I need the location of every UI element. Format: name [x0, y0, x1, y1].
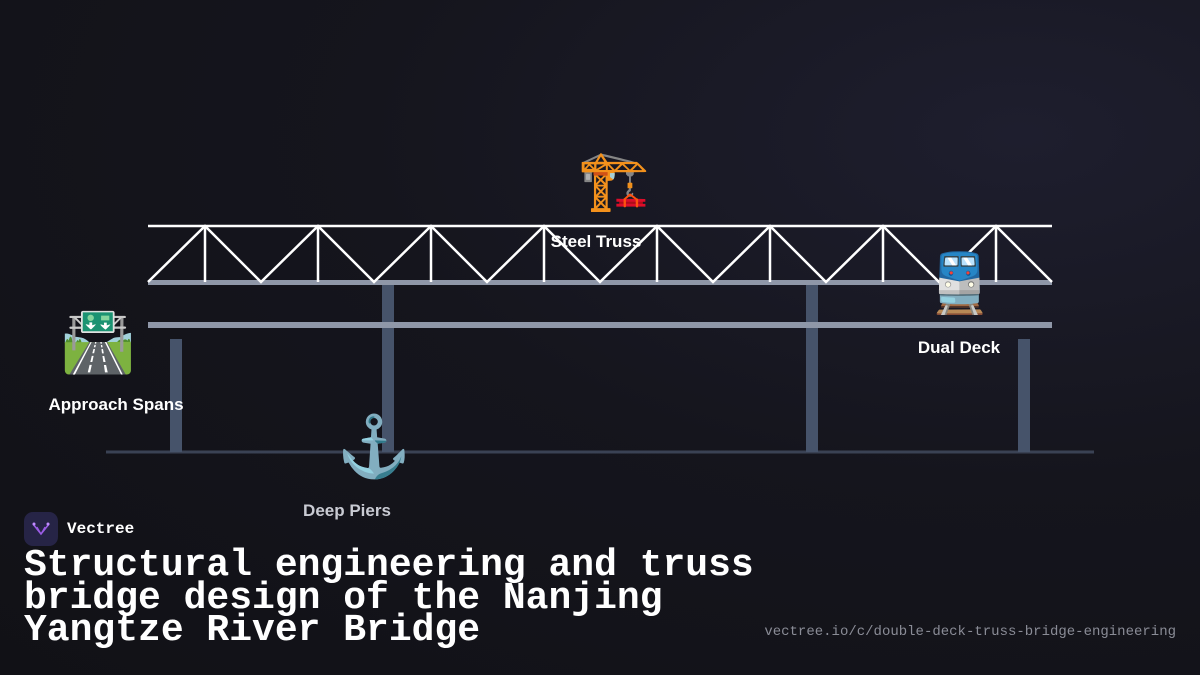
- source-url[interactable]: vectree.io/c/double-deck-truss-bridge-en…: [764, 624, 1176, 640]
- steel-truss-label: Steel Truss: [550, 232, 642, 251]
- steel-truss-frame: [147, 224, 1053, 284]
- motorway-icon: 🛣️: [60, 308, 136, 375]
- construction-crane-icon: 🏗️: [577, 148, 651, 213]
- vectree-logo-icon: [24, 512, 58, 546]
- approach-spans-label: Approach Spans: [48, 395, 184, 414]
- lower-deck: [148, 322, 1052, 328]
- dual-deck-label: Dual Deck: [917, 338, 1001, 357]
- anchor-icon: ⚓: [336, 413, 412, 480]
- pier: [806, 284, 818, 452]
- brand-name: Vectree: [67, 520, 135, 538]
- page-title: Structural engineering and truss bridge …: [24, 544, 754, 652]
- train-icon: 🚆: [923, 251, 997, 316]
- pier: [1018, 339, 1030, 452]
- pier: [170, 339, 182, 452]
- brand[interactable]: Vectree: [24, 512, 134, 546]
- deep-piers-label: Deep Piers: [303, 501, 391, 520]
